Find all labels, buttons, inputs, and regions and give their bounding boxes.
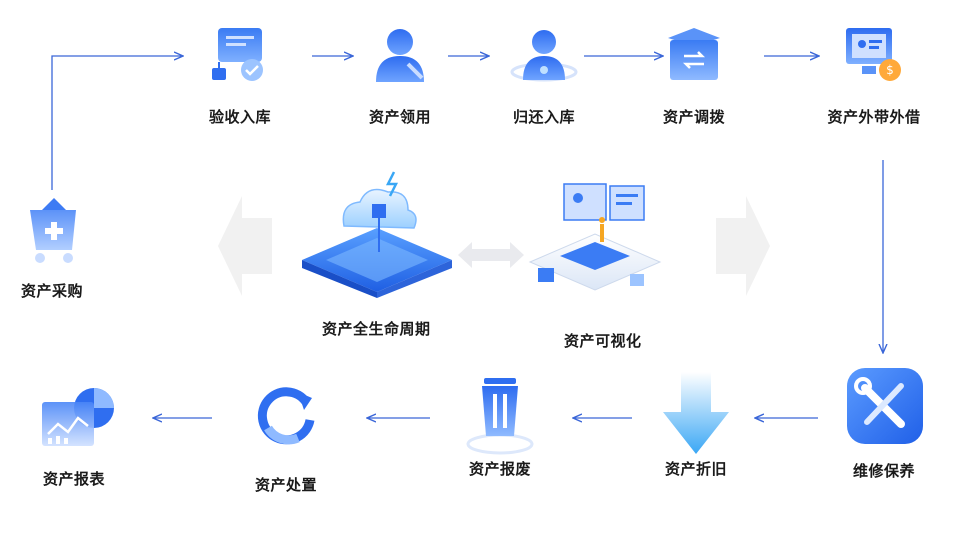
label-disposal: 资产处置 bbox=[254, 476, 317, 494]
ghost-arrow-right bbox=[716, 196, 770, 296]
shopping-cart-icon bbox=[30, 198, 76, 263]
step-lending: $ 资产外带外借 bbox=[812, 24, 936, 127]
trash-bin-icon bbox=[466, 378, 534, 455]
ghost-arrow-left bbox=[218, 196, 272, 296]
connector-procurement-to-acceptance bbox=[51, 56, 182, 190]
step-procurement: 资产采购 bbox=[10, 196, 94, 301]
user-icon bbox=[376, 29, 424, 82]
label-requisition: 资产领用 bbox=[368, 108, 431, 126]
center-lifecycle-label: 资产全生命周期 bbox=[322, 320, 431, 338]
cloud-platform-illustration bbox=[302, 171, 452, 298]
label-return: 归还入库 bbox=[512, 108, 575, 126]
ghost-double-arrow bbox=[458, 242, 524, 268]
label-lending: 资产外带外借 bbox=[827, 108, 921, 126]
step-report: 资产报表 bbox=[24, 382, 124, 489]
dashboard-visualization-illustration bbox=[528, 183, 662, 291]
label-transfer: 资产调拨 bbox=[662, 108, 725, 126]
monitor-user-icon: $ bbox=[846, 28, 901, 81]
step-acceptance: 验收入库 bbox=[190, 24, 290, 127]
center-visualization-label: 资产可视化 bbox=[564, 332, 642, 350]
step-depreciation: 资产折旧 bbox=[646, 372, 746, 479]
label-depreciation: 资产折旧 bbox=[664, 460, 727, 478]
step-requisition: 资产领用 bbox=[350, 24, 450, 127]
label-acceptance: 验收入库 bbox=[208, 108, 271, 126]
step-scrap: 资产报废 bbox=[450, 372, 550, 479]
recycle-icon bbox=[257, 387, 315, 445]
label-procurement: 资产采购 bbox=[20, 282, 83, 300]
wrench-screwdriver-icon bbox=[847, 368, 923, 444]
down-arrow-icon bbox=[663, 372, 729, 454]
warehouse-check-icon bbox=[212, 28, 263, 81]
step-transfer: 资产调拨 bbox=[644, 24, 744, 127]
user-return-icon bbox=[510, 30, 578, 82]
step-disposal: 资产处置 bbox=[236, 380, 336, 495]
step-maintenance: 维修保养 bbox=[834, 364, 934, 481]
label-scrap: 资产报废 bbox=[468, 460, 531, 478]
report-chart-icon bbox=[42, 388, 114, 446]
label-maintenance: 维修保养 bbox=[852, 462, 915, 480]
svg-text:$: $ bbox=[886, 63, 894, 77]
label-report: 资产报表 bbox=[42, 470, 105, 488]
step-return: 归还入库 bbox=[494, 24, 594, 127]
box-transfer-icon bbox=[668, 28, 720, 80]
